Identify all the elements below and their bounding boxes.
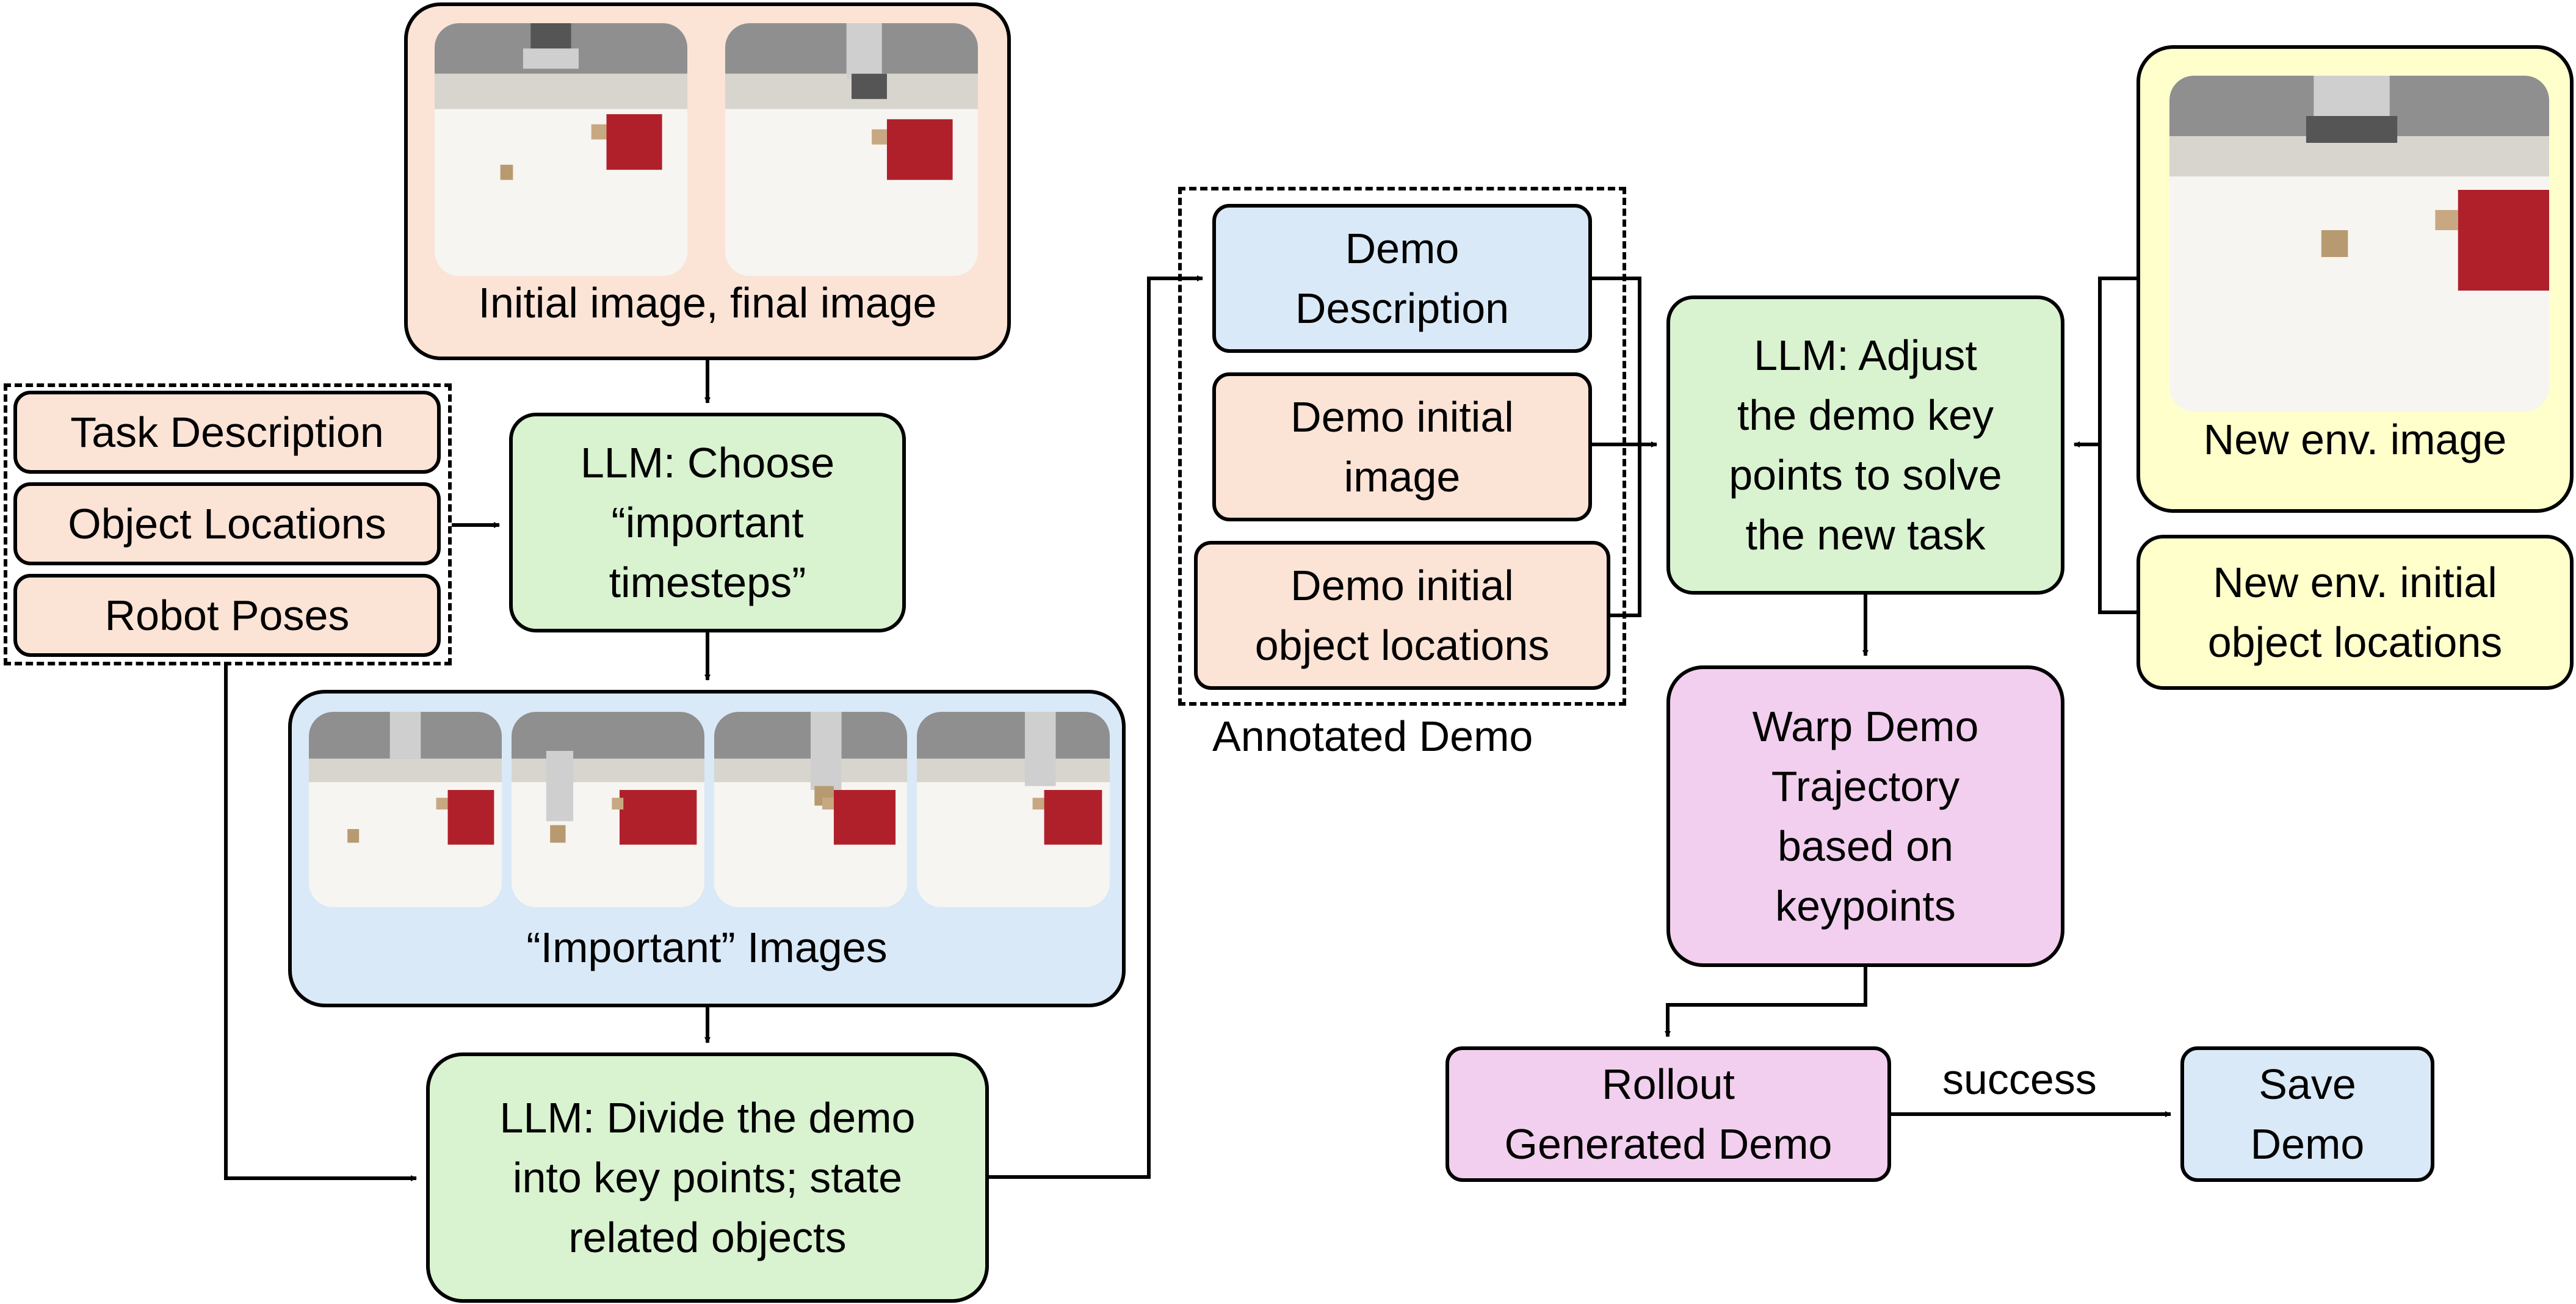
- robot-scene-image: [714, 712, 907, 907]
- new-env-image-group: New env. image: [2136, 45, 2574, 513]
- annotated-demo-label: Annotated Demo: [1212, 712, 1533, 760]
- connector-demo-locations: [1610, 444, 1641, 617]
- arrow-inputs-to-divide: [224, 665, 417, 1181]
- robot-poses-box: Robot Poses: [13, 574, 441, 657]
- object-locations-box: Object Locations: [13, 482, 441, 565]
- connector-demo-description: [1592, 277, 1641, 444]
- new-env-locations-box: New env. initial object locations: [2136, 535, 2574, 690]
- arrow-divide-to-annotated: [989, 275, 1203, 1179]
- llm-divide-box: LLM: Divide the demo into key points; st…: [426, 1052, 989, 1303]
- initial-final-images-group: Initial image, final image: [404, 2, 1011, 360]
- llm-adjust-box: LLM: Adjust the demo key points to solve…: [1666, 295, 2064, 595]
- robot-scene-image: [309, 712, 502, 907]
- save-demo-box: Save Demo: [2180, 1046, 2434, 1182]
- connector-new-env-image: [2098, 277, 2136, 444]
- arrow-warp-to-rollout: [1665, 967, 1867, 1037]
- demo-initial-object-locations-box: Demo initial object locations: [1194, 541, 1610, 690]
- new-env-image: [2169, 76, 2549, 411]
- warp-box: Warp Demo Trajectory based on keypoints: [1666, 665, 2064, 967]
- robot-scene-image: [512, 712, 704, 907]
- robot-scene-image: [725, 23, 978, 276]
- important-images-group: “Important” Images: [288, 690, 1126, 1007]
- robot-scene-image: [435, 23, 687, 276]
- demo-description-box: Demo Description: [1212, 204, 1592, 353]
- important-image-1: [309, 712, 502, 907]
- success-label: success: [1942, 1056, 2097, 1103]
- robot-scene-image: [917, 712, 1110, 907]
- connector-new-env-locations: [2098, 444, 2136, 614]
- initial-image: [435, 23, 687, 276]
- demo-initial-image-box: Demo initial image: [1212, 372, 1592, 521]
- initial-final-images-caption: Initial image, final image: [478, 279, 937, 327]
- new-env-image-caption: New env. image: [2203, 416, 2507, 463]
- task-description-box: Task Description: [13, 391, 441, 474]
- inputs-dashed-group: [4, 383, 452, 665]
- important-images-caption: “Important” Images: [526, 924, 888, 971]
- important-image-2: [512, 712, 704, 907]
- rollout-box: Rollout Generated Demo: [1445, 1046, 1891, 1182]
- important-image-4: [917, 712, 1110, 907]
- llm-choose-box: LLM: Choose “important timesteps”: [509, 413, 906, 632]
- important-image-3: [714, 712, 907, 907]
- final-image: [725, 23, 978, 276]
- robot-scene-image: [2169, 76, 2549, 411]
